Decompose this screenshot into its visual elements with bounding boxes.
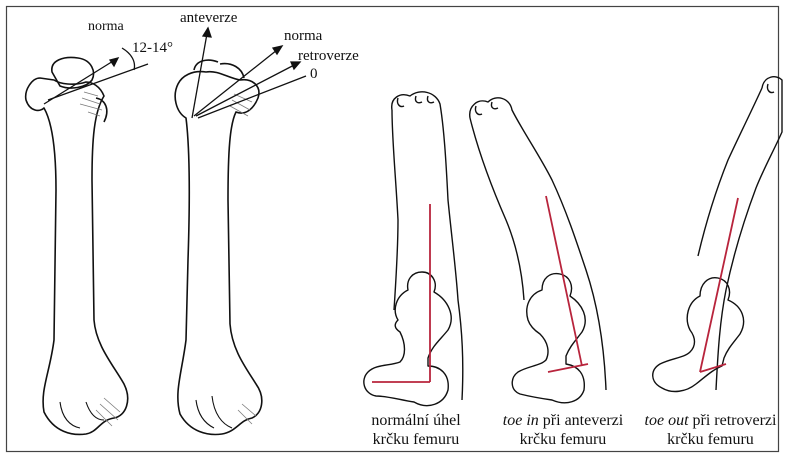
caption-toe-in: toe in při anteverzi krčku femuru [498, 411, 628, 449]
label-norma-right: norma [284, 28, 323, 44]
caption-normal: normální úhel krčku femuru [356, 411, 476, 449]
caption-toe-out-emph: toe out [645, 412, 689, 429]
label-anteverze: anteverze [180, 10, 238, 26]
caption-toe-out: toe out při retroverzi krčku femuru [636, 411, 785, 449]
caption-toe-in-emph: toe in [503, 412, 539, 429]
left-femur [26, 58, 128, 435]
leg-toe-in [470, 98, 606, 403]
label-angle: 12-14° [132, 40, 173, 56]
left-femur-shading [80, 92, 120, 426]
middle-femur [175, 60, 262, 434]
leg-toe-out [653, 77, 782, 392]
leg-toe-in-axis [546, 196, 588, 372]
label-norma-left: norma [88, 19, 125, 34]
label-zero: 0 [310, 66, 318, 82]
middle-femur-shading [230, 94, 256, 424]
leg-normal-axis [372, 204, 430, 382]
leg-normal [364, 92, 463, 406]
label-retroverze: retroverze [298, 48, 359, 64]
